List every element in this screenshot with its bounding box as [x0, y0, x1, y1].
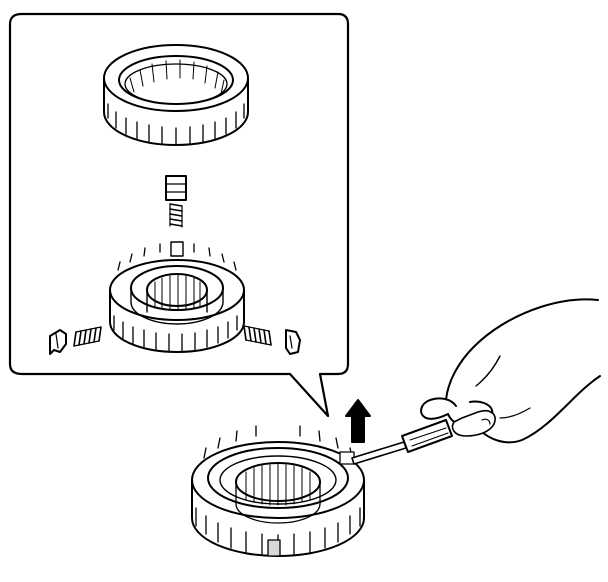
left-spring: [73, 326, 102, 347]
assembly-inner-splines: [245, 463, 311, 506]
assembly-outer-teeth: [195, 507, 361, 556]
hub-outer-teeth: [113, 315, 238, 352]
right-spring: [243, 325, 272, 346]
callout-frame: [8, 12, 350, 418]
left-key: [49, 329, 67, 355]
sleeve-outer-teeth: [107, 103, 245, 146]
synchronizer-hub: [109, 241, 245, 353]
hub-inner-splines: [154, 274, 201, 311]
hand: [420, 298, 601, 444]
key-spring: [169, 203, 183, 228]
right-key: [285, 329, 301, 355]
synchronizer-sleeve: [103, 44, 249, 146]
assembled-synchronizer: [191, 425, 365, 557]
key: [165, 175, 187, 201]
lift-arrow: [345, 399, 371, 443]
screwdriver: [351, 419, 453, 465]
sleeve-inner-splines: [129, 59, 225, 95]
